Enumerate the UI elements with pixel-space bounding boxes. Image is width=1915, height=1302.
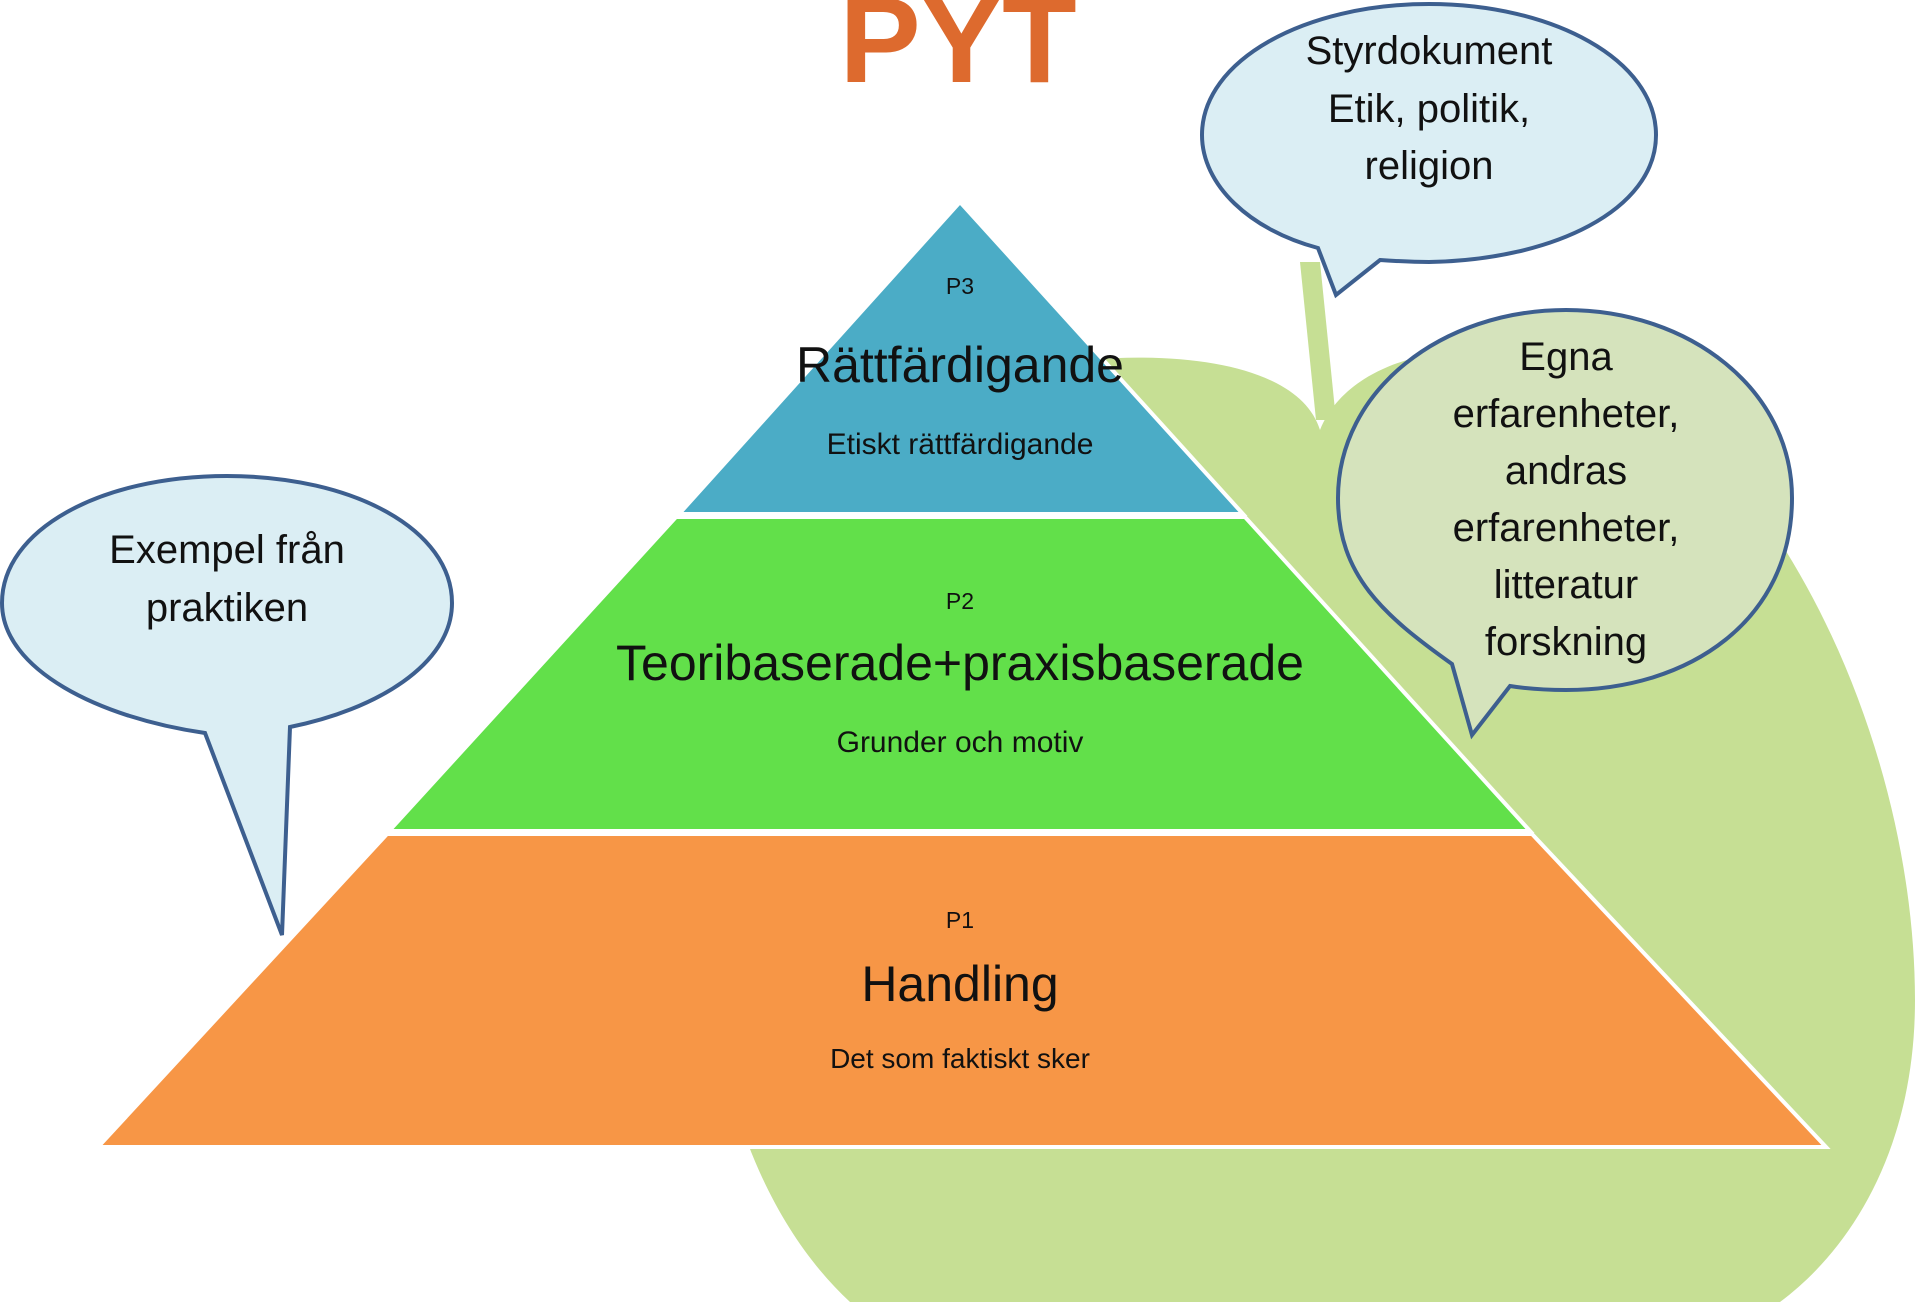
speech-bubble-top-right-line-2: Etik, politik,	[1328, 87, 1530, 131]
speech-bubble-right-line-5: litteratur	[1494, 563, 1639, 607]
tier-bottom	[93, 832, 1831, 1149]
speech-bubble-top-right: Styrdokument Etik, politik, religion	[1199, 1, 1659, 299]
speech-bubble-left-line-2: praktiken	[146, 586, 308, 630]
speech-bubble-right-shape	[1335, 307, 1795, 740]
speech-bubble-left-line-1: Exempel från	[109, 528, 345, 572]
speech-bubble-top-right-shape	[1199, 1, 1659, 299]
tier-top-description: Etiskt rättfärdigande	[827, 428, 1094, 461]
pyramid: P3 Rättfärdigande Etiskt rättfärdigande …	[93, 199, 1831, 1149]
speech-bubble-right-line-1: Egna	[1519, 335, 1613, 379]
tier-bottom-description: Det som faktiskt sker	[830, 1043, 1090, 1074]
tier-middle-name: Teoribaserade+praxisbaserade	[616, 635, 1304, 691]
speech-bubble-right-line-6: forskning	[1485, 620, 1647, 664]
diagram-title: PYT	[839, 0, 1076, 108]
speech-bubble-right-line-2: erfarenheter,	[1453, 392, 1680, 436]
tier-top-name: Rättfärdigande	[796, 337, 1124, 393]
tier-middle-code: P2	[946, 588, 974, 614]
tier-top-code: P3	[946, 273, 974, 299]
speech-bubble-left: Exempel från praktiken	[0, 473, 455, 936]
speech-bubble-left-shape	[0, 473, 455, 936]
speech-bubble-right-line-4: erfarenheter,	[1453, 506, 1680, 550]
apple-stem	[1300, 262, 1336, 420]
tier-bottom-code: P1	[946, 907, 974, 933]
tier-top	[674, 199, 1248, 516]
speech-bubble-right: Egna erfarenheter, andras erfarenheter, …	[1335, 307, 1795, 740]
tier-bottom-name: Handling	[861, 956, 1058, 1012]
tier-middle-description: Grunder och motiv	[837, 726, 1084, 759]
speech-bubble-top-right-line-1: Styrdokument	[1306, 29, 1553, 73]
tier-middle	[384, 515, 1535, 833]
speech-bubble-right-line-3: andras	[1505, 449, 1627, 493]
speech-bubble-top-right-line-3: religion	[1365, 144, 1494, 188]
